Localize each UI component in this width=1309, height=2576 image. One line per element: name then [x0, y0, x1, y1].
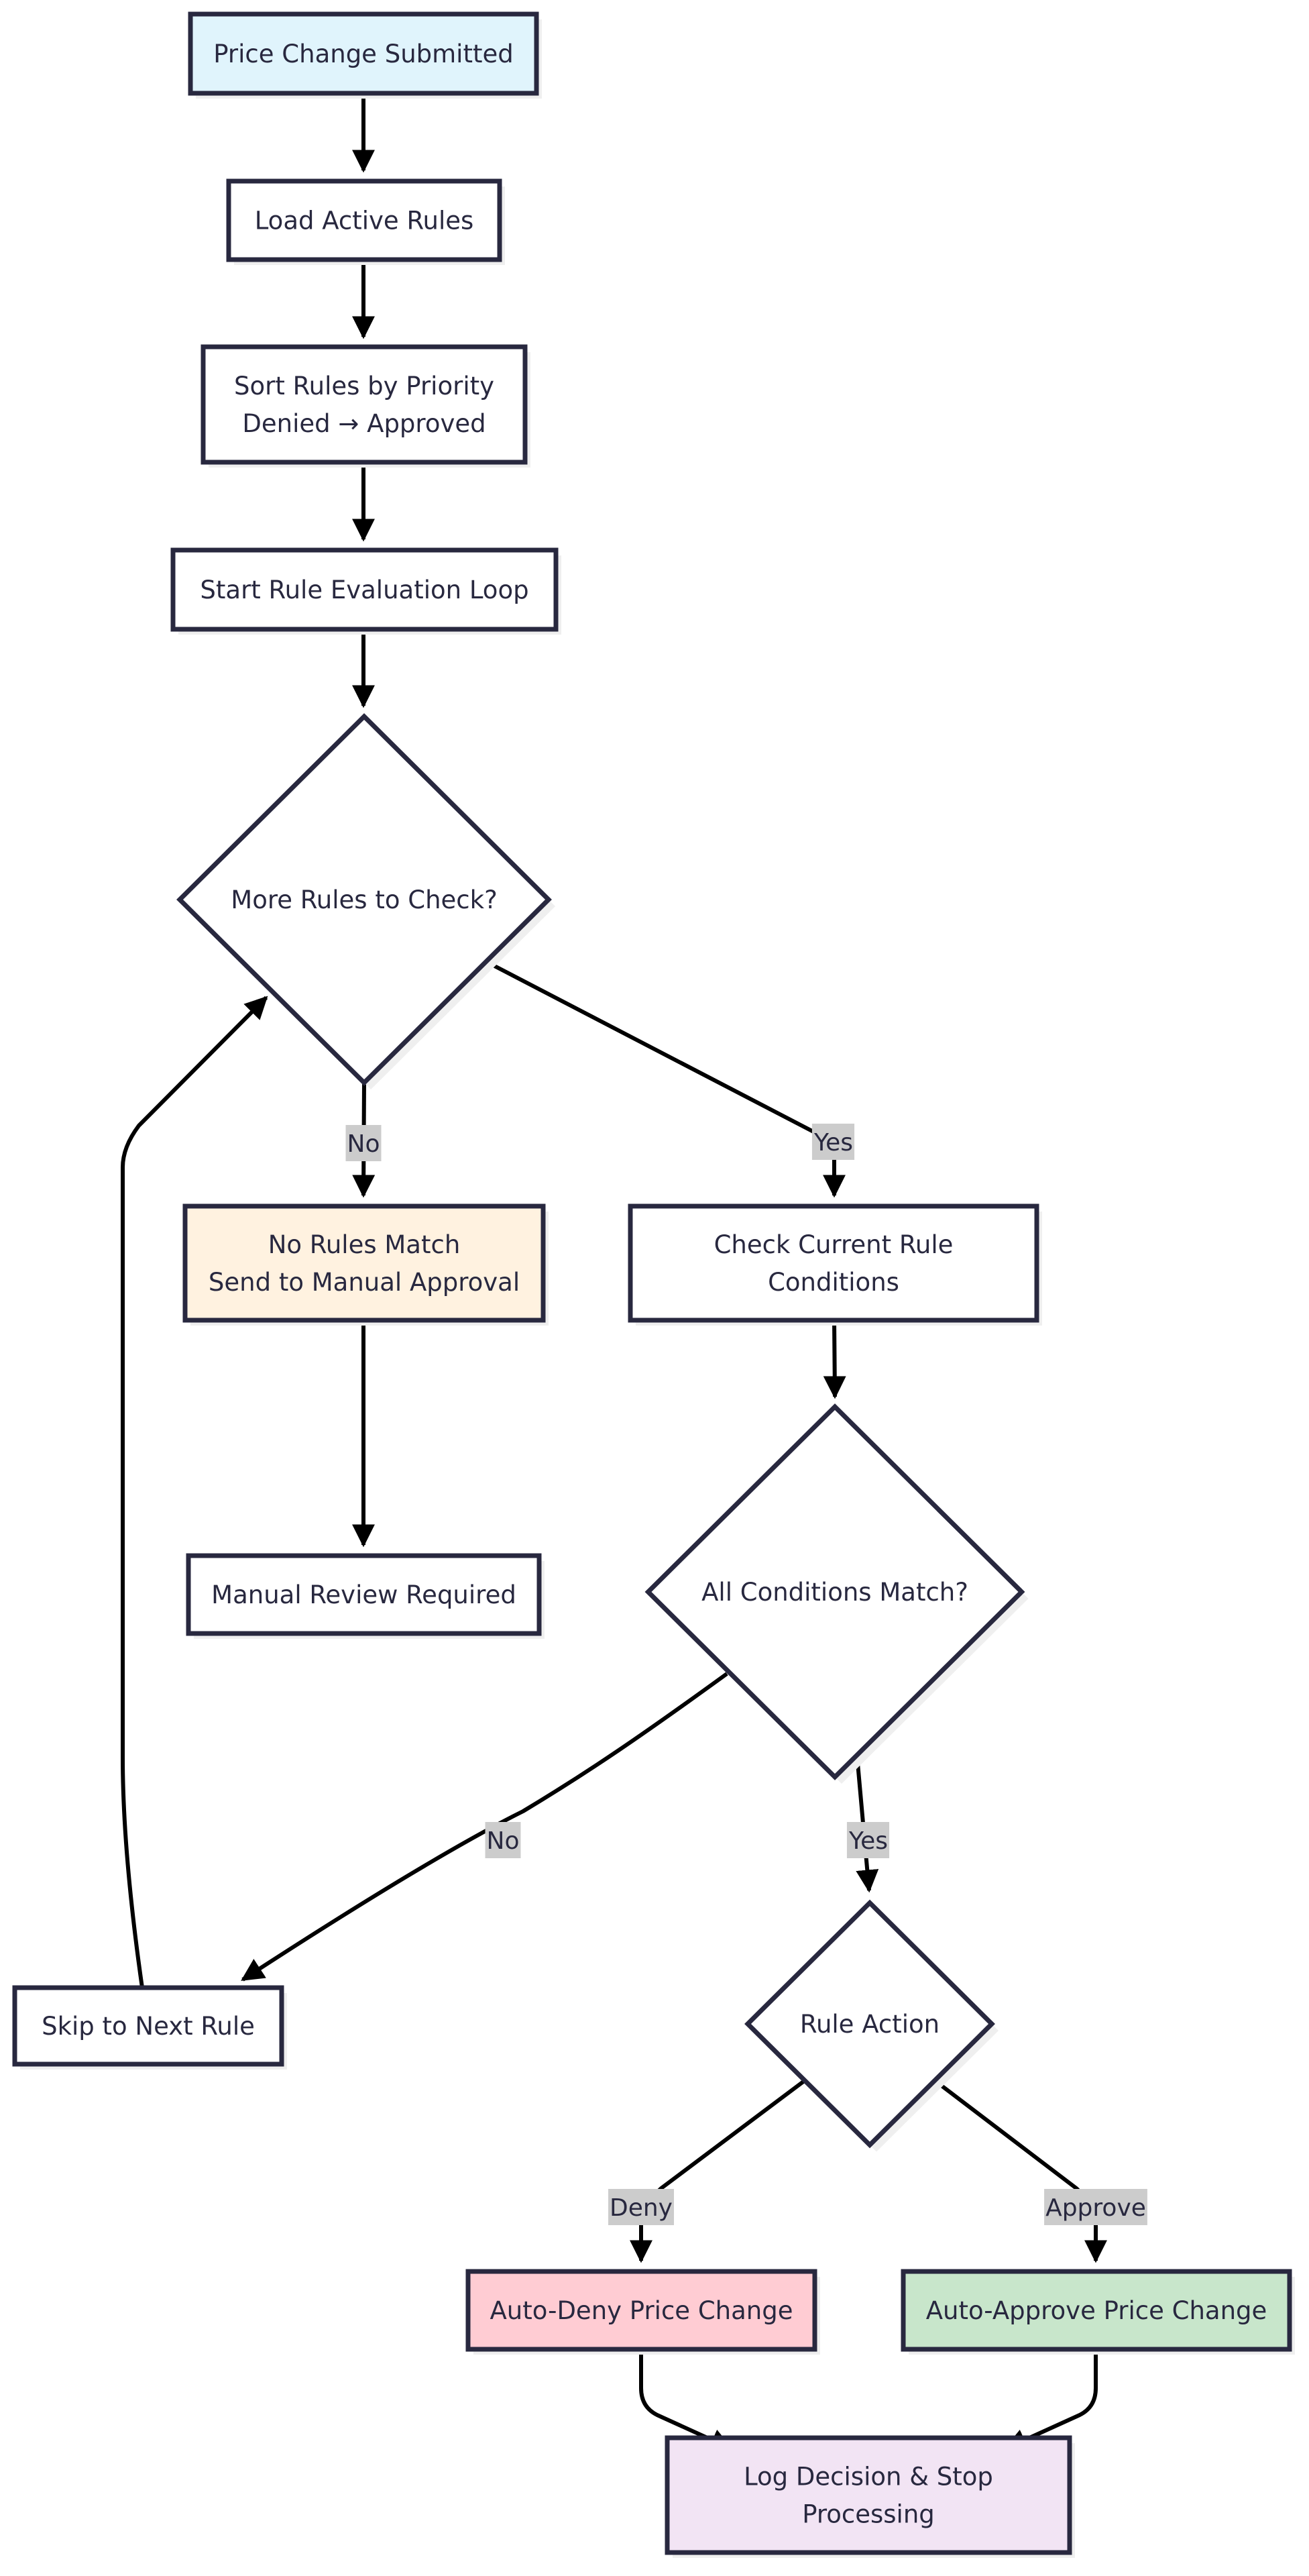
- node-label: More Rules to Check?: [231, 885, 497, 914]
- edge-auto-deny-to-log-decision: [639, 2349, 734, 2451]
- node-label: Load Active Rules: [255, 207, 474, 235]
- decision-diamond: [644, 1403, 1025, 1780]
- edge-label-text: No: [347, 1130, 380, 1158]
- node-label: Conditions: [768, 1268, 899, 1297]
- node-label: Log Decision & Stop: [744, 2463, 993, 2491]
- edge-label-background: [1044, 2189, 1147, 2225]
- node-label: All Conditions Match?: [701, 1578, 968, 1607]
- node-price-change-submitted[interactable]: Price Change Submitted: [188, 11, 542, 99]
- edge-rule-action-to-auto-deny: [630, 2080, 805, 2263]
- edge-label-background: [485, 1822, 521, 1858]
- node-label: Start Rule Evaluation Loop: [200, 576, 528, 604]
- node-label: No Rules Match: [268, 1230, 461, 1259]
- edge-more-rules-to-check-conditions: [483, 959, 846, 1198]
- node-all-conditions[interactable]: All Conditions Match?: [644, 1403, 1029, 1784]
- node-label: Auto-Deny Price Change: [490, 2296, 793, 2325]
- node-manual-review[interactable]: Manual Review Required: [186, 1553, 545, 1639]
- node-label: Auto-Approve Price Change: [926, 2296, 1267, 2325]
- decision-diamond: [176, 713, 552, 1086]
- edge-label-no: No: [485, 1822, 521, 1858]
- node-label: Send to Manual Approval: [209, 1268, 520, 1297]
- node-label: Price Change Submitted: [213, 40, 513, 68]
- edge-auto-approve-to-log-decision: [1003, 2349, 1098, 2451]
- process-box: [665, 2435, 1072, 2555]
- node-auto-approve[interactable]: Auto-Approve Price Change: [901, 2269, 1295, 2355]
- node-label: Processing: [802, 2500, 935, 2529]
- process-box: [186, 1553, 542, 1636]
- process-box: [628, 1203, 1039, 1323]
- node-label: Rule Action: [800, 2010, 940, 2039]
- node-auto-deny[interactable]: Auto-Deny Price Change: [465, 2269, 820, 2355]
- process-box: [201, 344, 528, 465]
- edge-label-yes: Yes: [811, 1124, 855, 1160]
- edge-label-approve: Approve: [1044, 2189, 1147, 2225]
- process-box: [182, 1203, 546, 1323]
- edge-label-text: Yes: [813, 1129, 853, 1157]
- node-label: Skip to Next Rule: [42, 2012, 255, 2041]
- process-box: [901, 2269, 1292, 2352]
- process-box: [465, 2269, 817, 2352]
- edge-label-no: No: [345, 1125, 382, 1161]
- node-more-rules[interactable]: More Rules to Check?: [176, 713, 555, 1089]
- edge-all-conditions-to-skip-next: [241, 1672, 728, 1982]
- process-box: [188, 11, 539, 96]
- edge-label-text: Deny: [610, 2194, 673, 2222]
- edge-label-deny: Deny: [608, 2189, 674, 2225]
- edge-label-background: [345, 1125, 382, 1161]
- node-label: Manual Review Required: [211, 1580, 516, 1609]
- process-box: [12, 1985, 284, 2067]
- node-label: Check Current Rule: [714, 1230, 954, 1259]
- node-label: Denied → Approved: [242, 409, 486, 438]
- edge-label-background: [811, 1124, 855, 1160]
- node-rule-action[interactable]: Rule Action: [744, 1899, 999, 2152]
- edge-skip-next-to-more-rules: [121, 996, 268, 1988]
- edge-label-background: [608, 2189, 674, 2225]
- edge-rule-action-to-auto-approve: [935, 2080, 1107, 2263]
- edge-label-yes: Yes: [846, 1822, 890, 1858]
- edge-label-text: No: [487, 1827, 520, 1855]
- edge-label-background: [846, 1822, 890, 1858]
- edge-check-conditions-to-all-conditions: [823, 1320, 846, 1399]
- node-start-loop[interactable]: Start Rule Evaluation Loop: [170, 547, 561, 635]
- node-load-active-rules[interactable]: Load Active Rules: [226, 178, 505, 265]
- node-skip-next[interactable]: Skip to Next Rule: [12, 1985, 287, 2070]
- decision-diamond: [744, 1899, 995, 2149]
- edge-label-text: Approve: [1045, 2194, 1146, 2222]
- process-box: [170, 547, 559, 632]
- edge-label-text: Yes: [848, 1827, 888, 1855]
- process-box: [226, 178, 502, 262]
- node-label: Sort Rules by Priority: [234, 372, 494, 400]
